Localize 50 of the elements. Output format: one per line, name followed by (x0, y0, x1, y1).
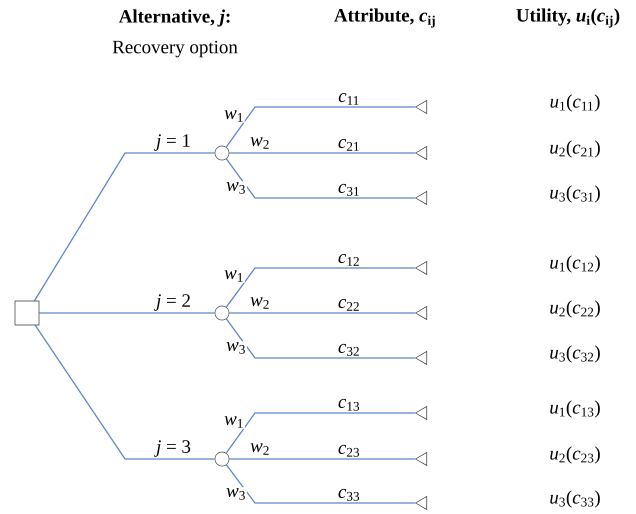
edge-label: c$_{23}$ (336, 444, 362, 458)
branch-line (34, 152, 215, 301)
branch-line (226, 318, 415, 359)
heading-subtitle: Recovery option (111, 40, 239, 58)
utility-label: u$_{1}$(c$_{12}$) (548, 254, 602, 274)
branch-line (229, 312, 415, 314)
branch-line (226, 106, 415, 148)
weight-label: w$_{1}$ (223, 109, 245, 123)
edge-label: c$_{22}$ (336, 298, 362, 312)
weight-label: w$_{1}$ (223, 269, 245, 283)
weight-label: w$_{3}$ (225, 181, 247, 195)
edge-label: c$_{21}$ (336, 138, 362, 152)
chance-circle (214, 146, 230, 160)
utility-label: u$_{1}$(c$_{13}$) (548, 399, 602, 419)
decision-square (14, 300, 40, 326)
weight-label: w$_{3}$ (225, 487, 247, 501)
weight-label: w$_{1}$ (223, 415, 245, 429)
edge-label: c$_{32}$ (336, 342, 362, 357)
branch-line (226, 158, 415, 199)
column-heading: Alternative,j: (118, 8, 232, 28)
branch-line (226, 267, 415, 308)
utility-label: u$_{3}$(c$_{32}$) (548, 344, 602, 364)
edge-label: c$_{33}$ (336, 488, 362, 502)
branch-line (226, 464, 415, 504)
branch-line (226, 412, 415, 454)
edge-label: j = 3 (154, 439, 192, 458)
weight-label: w$_{2}$ (249, 296, 271, 310)
branch-line (39, 312, 215, 314)
utility-label: u$_{2}$(c$_{23}$) (548, 445, 602, 465)
branch-line (229, 152, 415, 154)
branch-line (34, 324, 215, 460)
chance-circle (214, 306, 230, 320)
utility-label: u$_{3}$(c$_{33}$) (548, 489, 602, 509)
utility-label: u$_{2}$(c$_{22}$) (548, 299, 602, 319)
edge-label: c$_{11}$ (337, 92, 361, 106)
utility-label: u$_{3}$(c$_{31}$) (548, 184, 602, 204)
weight-label: w$_{2}$ (249, 442, 271, 456)
edge-label: c$_{12}$ (336, 253, 362, 267)
edge-label: j = 2 (154, 293, 192, 312)
column-heading: Utility, u$_{i}$(c$_{ij}$) (514, 7, 622, 29)
edge-label: c$_{31}$ (336, 182, 362, 197)
utility-label: u$_{1}$(c$_{11}$) (548, 93, 602, 113)
weight-label: w$_{2}$ (249, 136, 271, 150)
branch-line (229, 458, 415, 460)
edge-label: j = 1 (154, 133, 192, 152)
chance-circle (214, 452, 230, 466)
column-heading: Attribute, c$_{ij}$ (332, 7, 438, 29)
utility-label: u$_{2}$(c$_{21}$) (548, 139, 602, 159)
edge-label: c$_{13}$ (336, 398, 362, 412)
weight-label: w$_{3}$ (225, 341, 247, 355)
